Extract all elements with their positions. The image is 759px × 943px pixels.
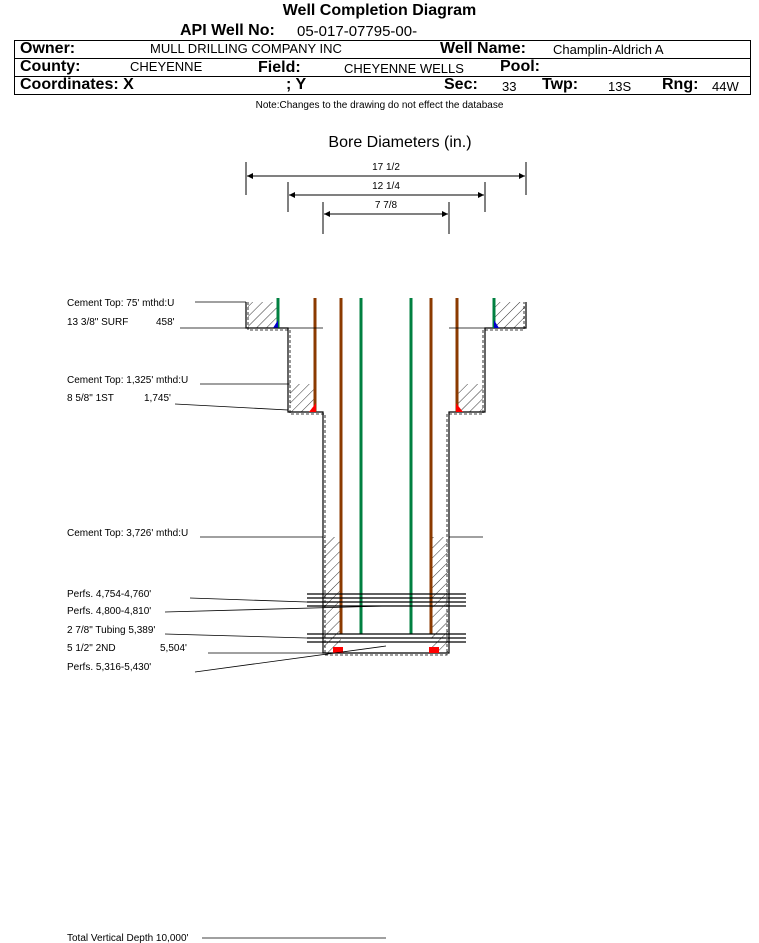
production-casing-depth: 5,504' (160, 643, 187, 654)
field-value: CHEYENNE WELLS (344, 61, 464, 76)
perforations-lower (307, 633, 466, 643)
cement-surface (248, 302, 525, 328)
perforations-label: Perfs. 4,800-4,810' (67, 606, 151, 617)
well-name-label: Well Name: (440, 40, 526, 57)
total-vertical-depth-label: Total Vertical Depth 10,000' (67, 933, 189, 943)
tubing-string (359, 298, 413, 634)
field-label: Field: (258, 59, 301, 76)
diagram-title: Well Completion Diagram (282, 2, 477, 19)
header-rule (14, 40, 751, 41)
range-label: Rng: (662, 76, 699, 93)
cement-intermediate (290, 384, 483, 412)
api-value: 05-017-07795-00- (297, 23, 418, 40)
county-value: CHEYENNE (130, 59, 203, 74)
header-rule (14, 94, 751, 95)
header-border (14, 40, 15, 95)
perforations-label: Perfs. 4,754-4,760' (67, 589, 151, 600)
leader-lines (164, 301, 485, 939)
cement-production (324, 537, 448, 653)
casing-shoes (273, 320, 499, 653)
bore-diameters-title: Bore Diameters (in.) (328, 134, 472, 151)
cement-top-intermediate-label: Cement Top: 1,325' mthd:U (67, 375, 188, 386)
header-rule (14, 58, 751, 59)
header-rule (14, 76, 751, 77)
production-casing-label: 5 1/2" 2ND (67, 643, 116, 654)
coordinates-label: Coordinates: X (20, 76, 134, 93)
bore-diameter-label: 12 1/4 (372, 181, 400, 192)
coordinate-y-label: ; Y (286, 76, 307, 93)
owner-value: MULL DRILLING COMPANY INC (150, 41, 342, 56)
surface-casing-depth: 458' (156, 317, 175, 328)
tubing-label: 2 7/8" Tubing 5,389' (67, 625, 155, 636)
perforations-upper (307, 593, 466, 607)
header-border (750, 40, 751, 95)
owner-label: Owner: (20, 40, 76, 57)
county-label: County: (20, 58, 81, 75)
pool-label: Pool: (500, 58, 540, 75)
well-name-value: Champlin-Aldrich A (553, 42, 664, 57)
surface-casing-label: 13 3/8" SURF (67, 317, 128, 328)
casing-strings (276, 298, 496, 634)
bore-dimension-12-1-4: 12 1/4 (287, 181, 486, 212)
cement-top-production-label: Cement Top: 3,726' mthd:U (67, 528, 188, 539)
section-label: Sec: (444, 76, 478, 93)
perforations-label: Perfs. 5,316-5,430' (67, 662, 151, 673)
section-value: 33 (502, 79, 517, 94)
township-value: 13S (608, 79, 632, 94)
intermediate-casing-depth: 1,745' (144, 393, 171, 404)
cement-top-surface-label: Cement Top: 75' mthd:U (67, 298, 174, 309)
bore-diameter-label: 7 7/8 (375, 200, 398, 211)
range-value: 44W (712, 79, 739, 94)
intermediate-casing-label: 8 5/8" 1ST (67, 393, 114, 404)
township-label: Twp: (542, 76, 579, 93)
bore-diameter-label: 17 1/2 (372, 162, 400, 173)
database-note: Note:Changes to the drawing do not effec… (255, 100, 504, 111)
api-label: API Well No: (180, 22, 275, 39)
bore-dimension-17-1-2: 17 1/2 (245, 162, 527, 195)
bore-dimension-7-7-8: 7 7/8 (322, 200, 450, 234)
